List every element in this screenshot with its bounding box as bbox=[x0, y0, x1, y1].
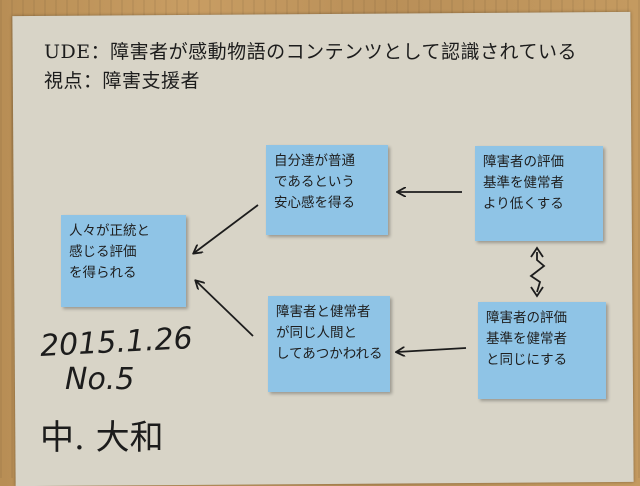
ude-statement: UDE：障害者が感動物語のコンテンツとして認識されている bbox=[44, 41, 577, 63]
note-line: 障害者の評価 bbox=[483, 154, 564, 170]
note-line: 感じる評価 bbox=[69, 244, 137, 260]
note-line: が同じ人間と bbox=[276, 325, 357, 341]
note-line: を得られる bbox=[69, 265, 137, 281]
arrow-bottommiddle-to-left bbox=[196, 281, 254, 337]
author-signature: 中. 大和 bbox=[40, 418, 164, 458]
sticky-note-left: 人々が正統と 感じる評価 を得られる bbox=[61, 215, 186, 307]
note-line: より低くする bbox=[483, 196, 564, 212]
note-line: と同じにする bbox=[486, 352, 568, 368]
note-line: 自分達が普通 bbox=[274, 153, 355, 169]
sticky-note-top-middle: 自分達が普通 であるという 安心感を得る bbox=[266, 145, 388, 235]
conflict-arrowhead-top bbox=[530, 246, 544, 258]
arrow-topmiddle-to-left bbox=[194, 204, 259, 253]
viewpoint-label: 視点：障害支援者 bbox=[44, 70, 201, 92]
sticky-note-bottom-right: 障害者の評価 基準を健常者 と同じにする bbox=[478, 302, 606, 399]
note-line: 基準を健常者 bbox=[486, 331, 567, 347]
arrow-bottomright-to-bottommiddle bbox=[397, 348, 467, 352]
note-line: 障害者の評価 bbox=[486, 310, 567, 326]
sticky-note-top-right: 障害者の評価 基準を健常者 より低くする bbox=[475, 146, 603, 241]
conflict-zigzag bbox=[529, 252, 546, 293]
sticky-note-bottom-middle: 障害者と健常者 が同じ人間と してあつかわれる bbox=[268, 296, 390, 392]
number-label: No.5 bbox=[65, 362, 135, 397]
note-line: してあつかわれる bbox=[276, 346, 383, 362]
note-line: であるという bbox=[274, 174, 355, 190]
note-line: 障害者と健常者 bbox=[276, 304, 371, 320]
note-line: 人々が正統と bbox=[69, 223, 150, 239]
note-line: 安心感を得る bbox=[274, 195, 355, 211]
note-line: 基準を健常者 bbox=[483, 175, 564, 191]
conflict-arrowhead-bottom bbox=[530, 286, 544, 298]
